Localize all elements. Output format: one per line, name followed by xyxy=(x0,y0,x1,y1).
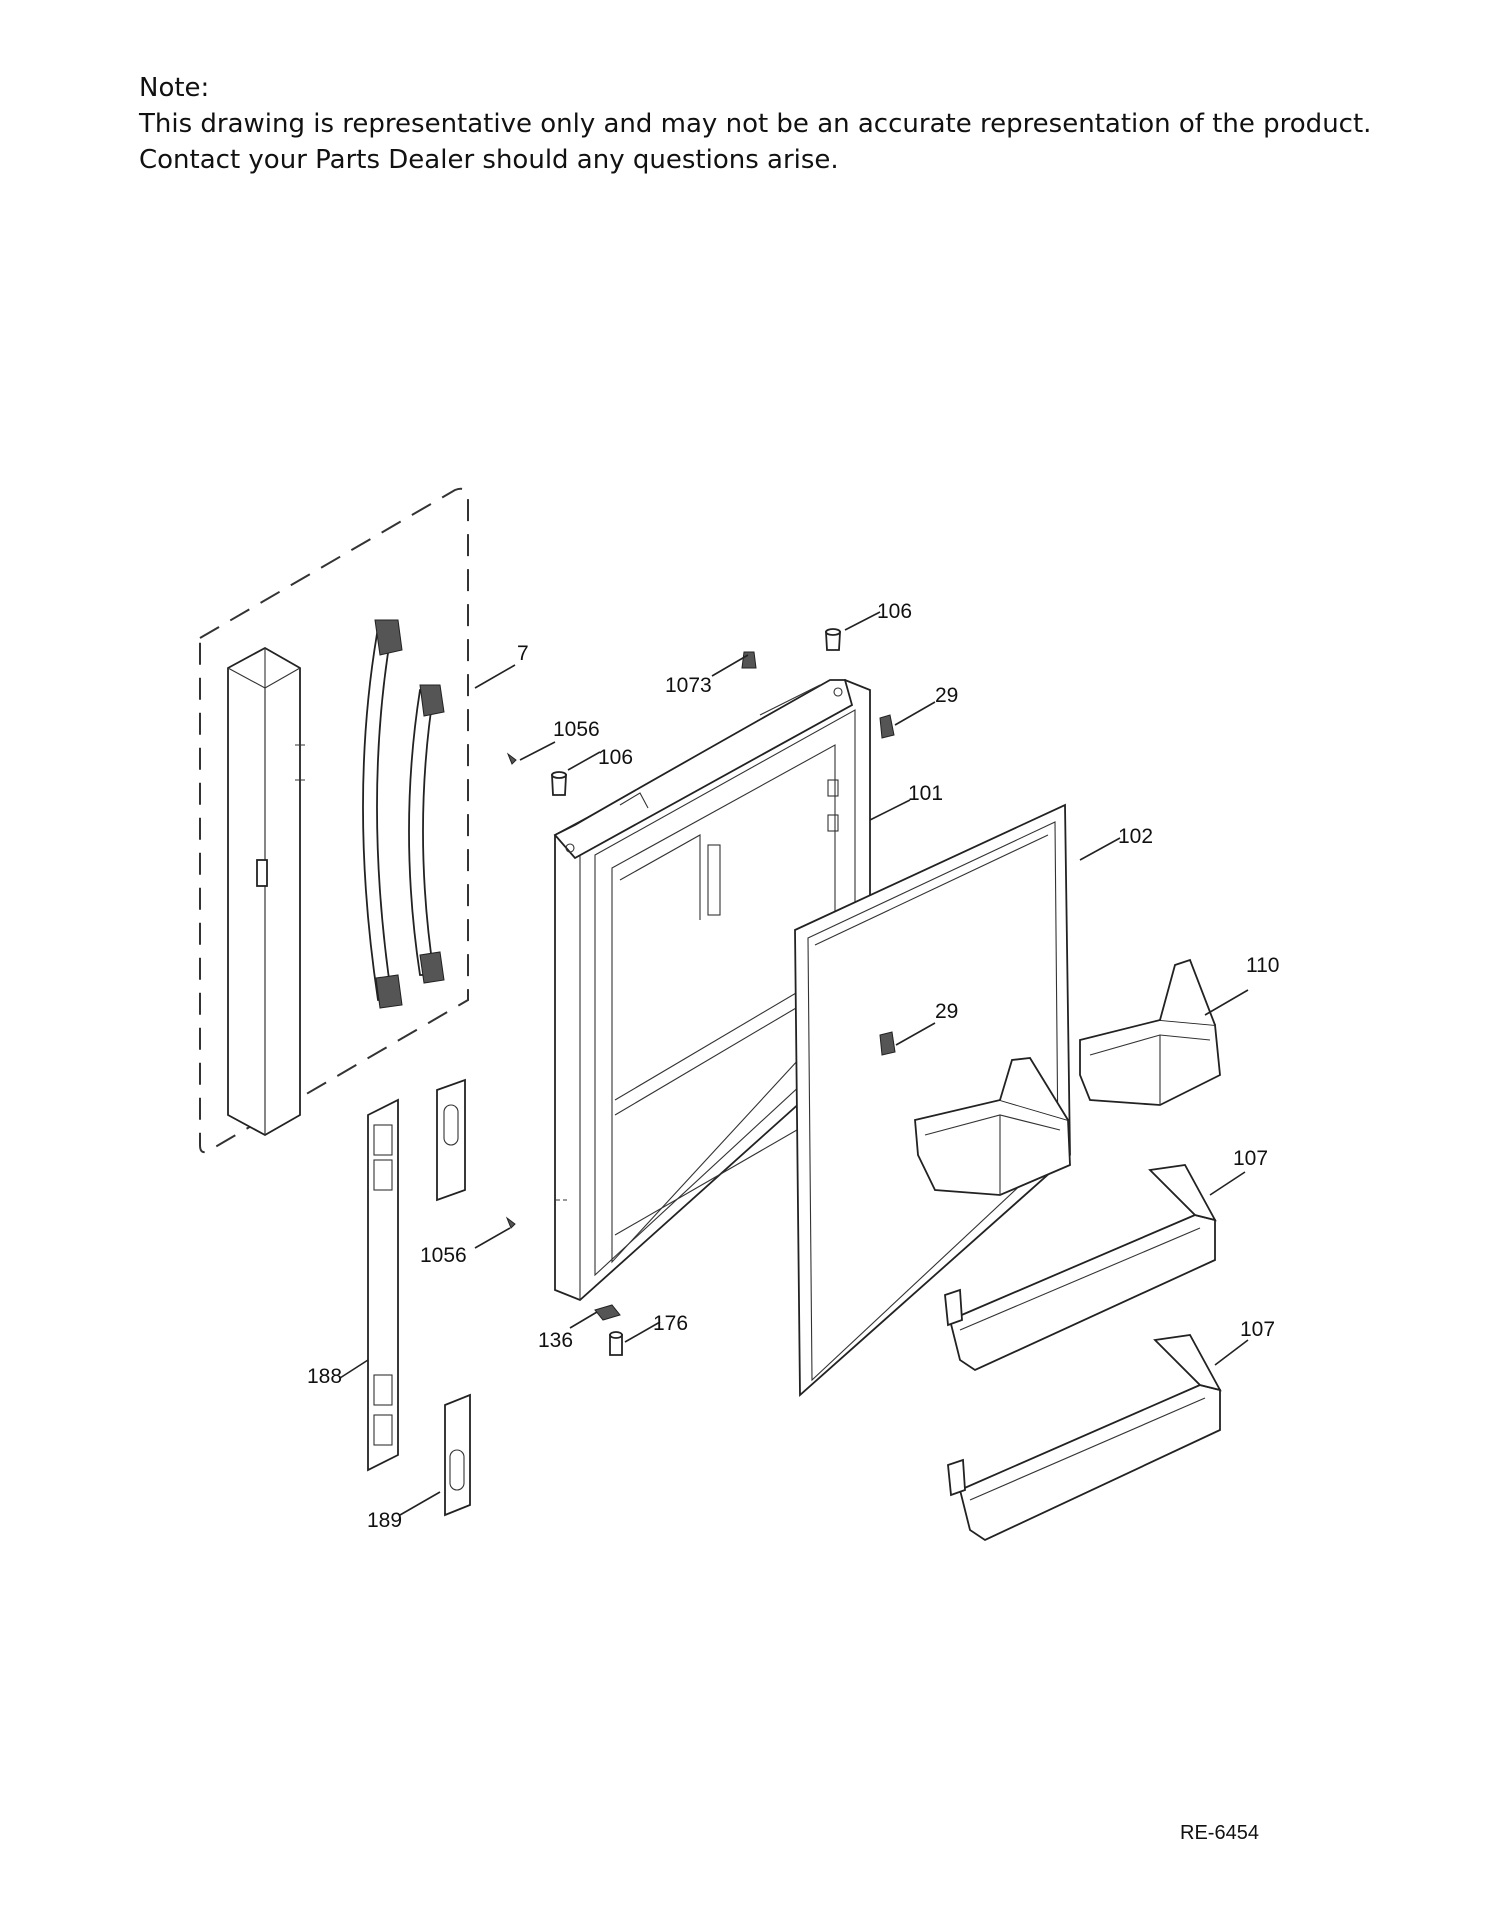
callout-107-upper: 107 xyxy=(1233,1147,1268,1170)
callout-176: 176 xyxy=(653,1312,688,1335)
disclaimer-note: Note: This drawing is representative onl… xyxy=(139,70,1371,178)
door-bin-110-upper xyxy=(1079,958,1221,1106)
callout-29-lower: 29 xyxy=(935,1000,958,1023)
hinge-bracket-136 xyxy=(594,1304,621,1321)
door-handle-short xyxy=(408,684,445,984)
callout-29-upper: 29 xyxy=(935,684,958,707)
clip-29-upper xyxy=(879,714,895,739)
trim-strip-188 xyxy=(367,1098,399,1472)
callout-101: 101 xyxy=(908,782,943,805)
hinge-pin-106-left xyxy=(551,771,567,796)
callout-1056-lower: 1056 xyxy=(420,1244,467,1267)
hinge-pin-106-top xyxy=(825,628,841,651)
clip-29-lower xyxy=(879,1031,896,1056)
callout-102: 102 xyxy=(1118,825,1153,848)
handle-kit-group xyxy=(199,487,469,1154)
trim-plate-upper xyxy=(436,1078,466,1202)
door-bin-107-lower xyxy=(947,1334,1222,1542)
note-title: Note: xyxy=(139,73,210,103)
callout-labels: 7 1056 106 1073 106 29 101 102 110 29 10… xyxy=(307,600,1279,1532)
door-bin-110-lower xyxy=(914,1057,1071,1196)
screw-1056-lower xyxy=(505,1216,516,1229)
callout-106-top: 106 xyxy=(877,600,912,623)
bushing-176 xyxy=(609,1331,623,1356)
callout-188: 188 xyxy=(307,1365,342,1388)
callout-107-lower: 107 xyxy=(1240,1318,1275,1341)
trim-plate-189 xyxy=(444,1393,471,1517)
callout-1056-upper: 1056 xyxy=(553,718,600,741)
callout-106-left: 106 xyxy=(598,746,633,769)
callout-7: 7 xyxy=(517,642,529,665)
door-bin-107-upper xyxy=(944,1164,1217,1372)
reference-code: RE-6454 xyxy=(1180,1822,1259,1844)
leader-lines xyxy=(339,611,1249,1516)
callout-189: 189 xyxy=(367,1509,402,1532)
note-line-1: This drawing is representative only and … xyxy=(139,109,1372,139)
callout-1073: 1073 xyxy=(665,674,712,697)
handle-cover xyxy=(227,646,305,1137)
screw-1056-upper xyxy=(506,752,517,765)
callout-136: 136 xyxy=(538,1329,573,1352)
door-handle-long xyxy=(362,619,403,1009)
callout-110: 110 xyxy=(1246,954,1279,977)
note-line-2: Contact your Parts Dealer should any que… xyxy=(139,145,839,175)
fastener-1073 xyxy=(741,651,757,669)
